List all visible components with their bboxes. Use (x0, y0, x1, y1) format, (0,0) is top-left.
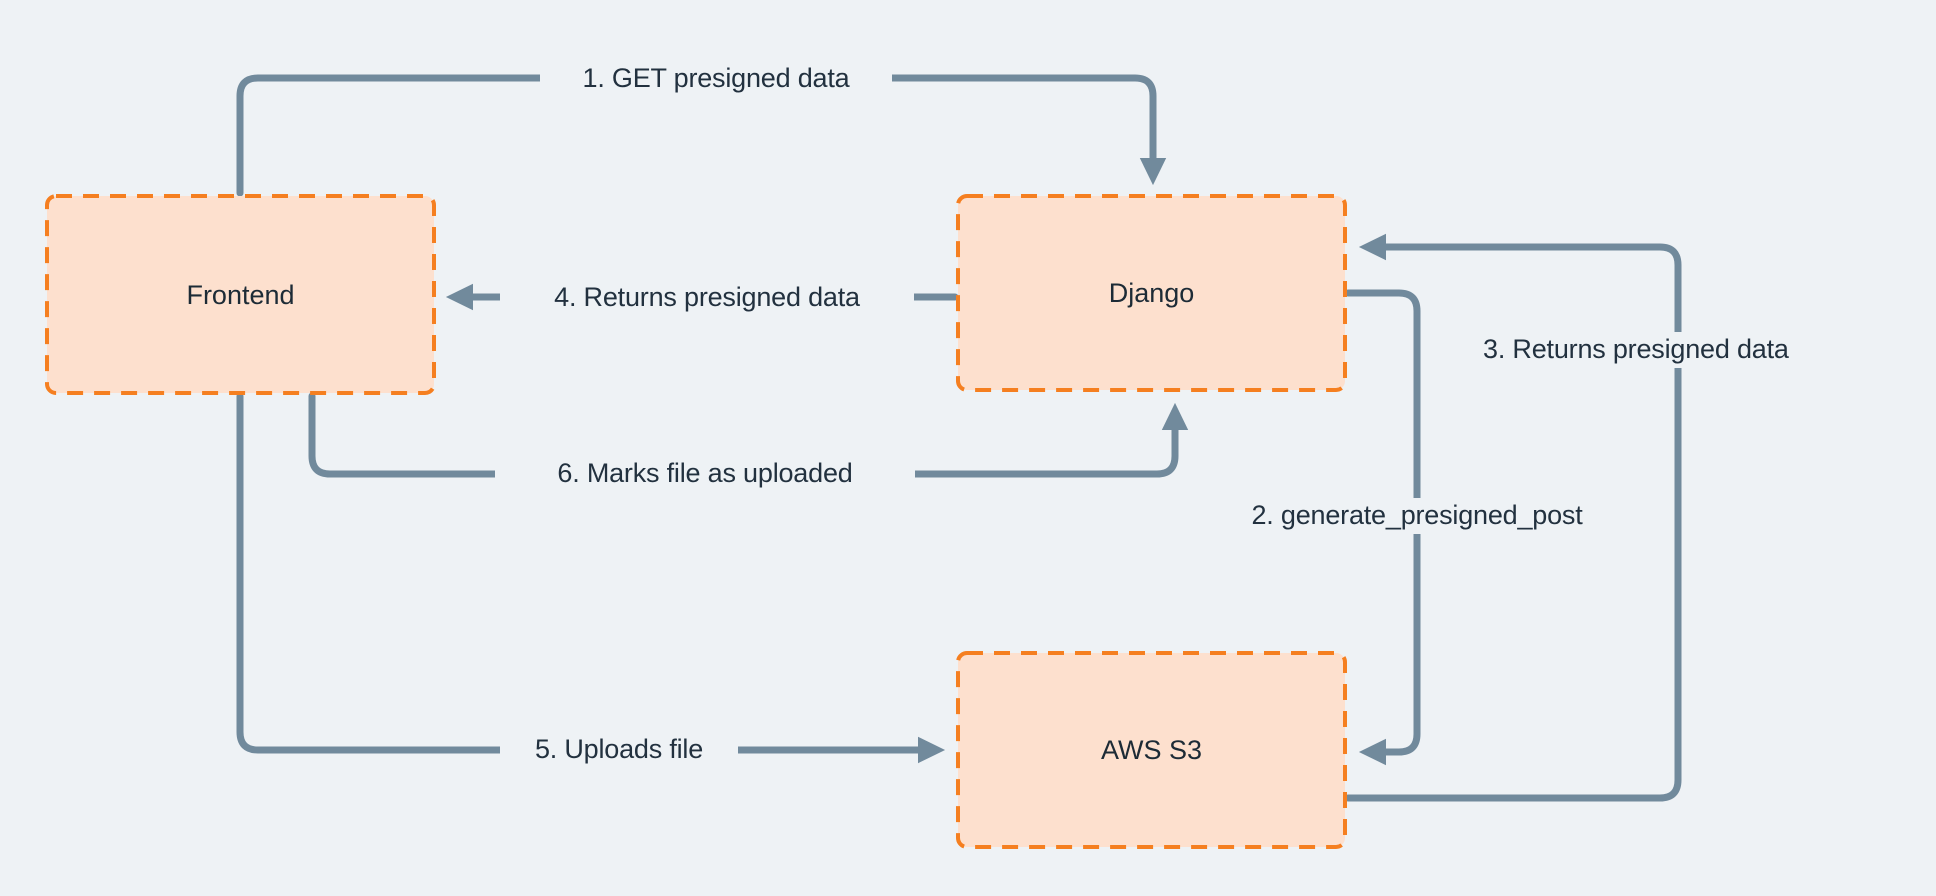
edge-6-label-bg (495, 457, 915, 491)
edge-4-label-bg (500, 280, 914, 314)
edge-2-label-bg (1193, 498, 1641, 534)
node-s3-box[interactable] (956, 651, 1347, 849)
edge-1-label: 1. GET presigned data (583, 63, 851, 93)
edge-2-label: 2. generate_presigned_post (1251, 500, 1583, 530)
node-s3[interactable]: AWS S3 (956, 651, 1347, 849)
edge-1-label-bg (540, 62, 892, 96)
edge-3-path (1344, 233, 1682, 802)
edge-5-path (236, 392, 946, 764)
edge-3-label-bg (1474, 332, 1884, 368)
node-django[interactable]: Django (956, 194, 1347, 392)
edge-5-label: 5. Uploads file (535, 734, 703, 764)
node-frontend-box[interactable] (45, 194, 436, 395)
node-frontend-label: Frontend (186, 280, 294, 310)
node-django-box[interactable] (956, 194, 1347, 392)
node-s3-label: AWS S3 (1101, 735, 1202, 765)
node-django-label: Django (1109, 278, 1195, 308)
edge-4-label: 4. Returns presigned data (554, 282, 861, 312)
edge-3-label: 3. Returns presigned data (1483, 334, 1790, 364)
edge-6-label: 6. Marks file as uploaded (557, 458, 852, 488)
node-frontend[interactable]: Frontend (45, 194, 436, 395)
edge-5-label-bg (500, 733, 738, 767)
